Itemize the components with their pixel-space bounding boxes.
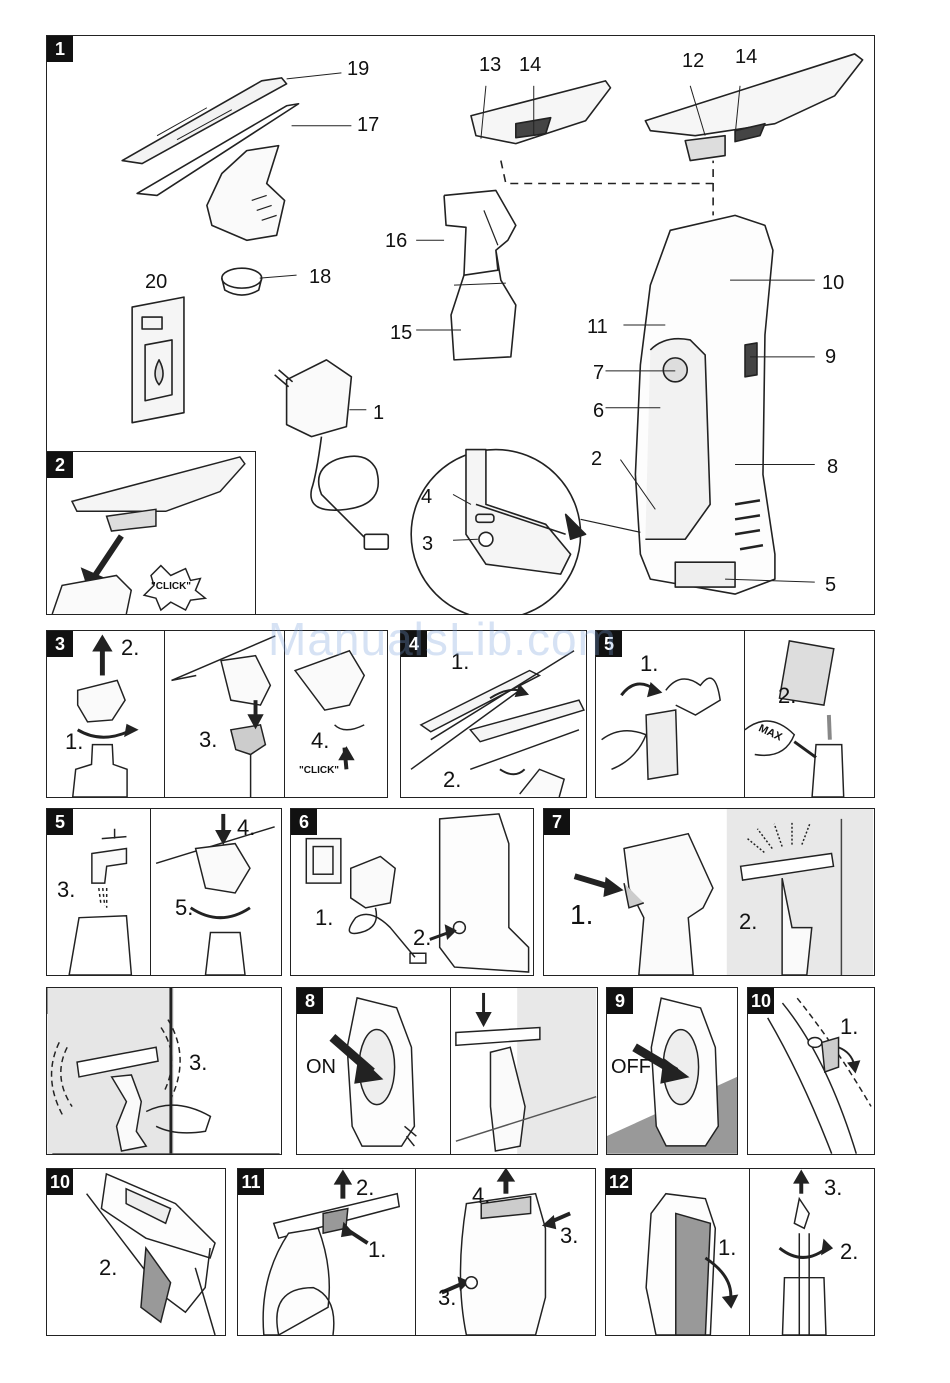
figure-10b-panel: 10 2. [46,1168,226,1336]
figure-2-click-label: "CLICK" [151,581,191,592]
figure-3-step-2: 2. [121,635,139,661]
figure-12-step-3: 3. [824,1175,842,1201]
figure-5b-panel: 5 4. 3. 5. [46,808,282,976]
figure-11-panel: 11 2. 1. 4. 3. 3. [237,1168,596,1336]
figure-4-panel: 4 1. 2. [400,630,587,798]
figure-3-step-4: 4. [311,728,329,754]
callout-4: 4 [421,486,432,509]
callout-1: 1 [373,402,384,425]
callout-17: 17 [357,114,379,137]
spray-bottle-icon [444,190,516,359]
figure-3-step-3: 3. [199,727,217,753]
figure-4-step-1: 1. [451,649,469,675]
callout-13: 13 [479,54,501,77]
figure-12-step-2: 2. [840,1239,858,1265]
figure-6-charging [291,809,533,975]
figure-6-panel: 6 1. 2. [290,808,534,976]
figure-10b-empty-tank [47,1169,225,1335]
callout-16: 16 [385,230,407,253]
figure-5b-step-4: 4. [237,815,255,841]
callout-15: 15 [390,322,412,345]
figure-4-step-2: 2. [443,767,461,793]
figure-11-step-3a: 3. [560,1223,578,1249]
figure-9-panel: 9 OFF [606,987,738,1155]
figure-7a-spray [544,809,874,975]
callout-18: 18 [309,266,331,289]
figure-3-panel: 3 2. 1. 3. 4. "CLICK" [46,630,388,798]
figure-6-step-2: 2. [413,925,431,951]
callout-20: 20 [145,271,167,294]
figure-8-on-label: ON [306,1056,336,1079]
callout-8: 8 [827,456,838,479]
figure-5b-step-3: 3. [57,877,75,903]
figure-10a-panel: 10 1. [747,987,875,1155]
seal-ring-18-icon [222,268,262,288]
callout-5: 5 [825,574,836,597]
figure-7a-step-2: 2. [739,909,757,935]
figure-5a-detergent [596,631,874,797]
figure-11-step-4: 4. [472,1183,490,1209]
figure-3-step-1: 1. [65,729,83,755]
figure-8-panel: 8 ON [296,987,598,1155]
figure-5b-step-5: 5. [175,895,193,921]
callout-6: 6 [593,400,604,423]
figure-7a-step-1: 1. [570,899,593,931]
charger-icon [287,360,352,437]
squeegee-neck-icon [207,146,285,241]
callout-3: 3 [422,533,433,556]
figure-11-step-2: 2. [356,1175,374,1201]
figure-6-step-1: 1. [315,905,333,931]
figure-5a-step-1: 1. [640,651,658,677]
figure-3-click-label: "CLICK" [299,765,339,776]
figure-9-off-label: OFF [611,1056,651,1079]
figure-2-panel: 2 "CLICK" [46,451,256,615]
figure-12-panel: 12 3. 1. 2. [605,1168,875,1336]
figure-12-step-1: 1. [718,1235,736,1261]
figure-8-switch-on [297,988,597,1154]
figure-7b-step-3: 3. [189,1050,207,1076]
callout-11: 11 [587,316,608,339]
figure-11-step-3b: 3. [438,1285,456,1311]
figure-5a-step-2: 2. [778,683,796,709]
figure-10a-remove-tank [748,988,874,1154]
figure-11-step-1: 1. [368,1237,386,1263]
callout-14a: 14 [519,54,541,77]
figure-10a-step-1: 1. [840,1014,858,1040]
figure-7b-wipe [47,988,281,1154]
callout-19: 19 [347,58,369,81]
figure-4-swap-blade [401,631,586,797]
figure-5a-panel: 5 1. 2. MAX [595,630,875,798]
callout-12: 12 [682,50,704,73]
callout-2: 2 [591,448,602,471]
figure-11-disassemble [238,1169,595,1335]
figure-7a-panel: 7 1. 2. [543,808,875,976]
figure-10b-step-2: 2. [99,1255,117,1281]
callout-10: 10 [822,272,844,295]
callout-7: 7 [593,362,604,385]
instruction-sticker-20-icon [132,297,184,423]
figure-7b-panel: 7 3. [46,987,282,1155]
callout-14b: 14 [735,46,757,69]
callout-9: 9 [825,346,836,369]
